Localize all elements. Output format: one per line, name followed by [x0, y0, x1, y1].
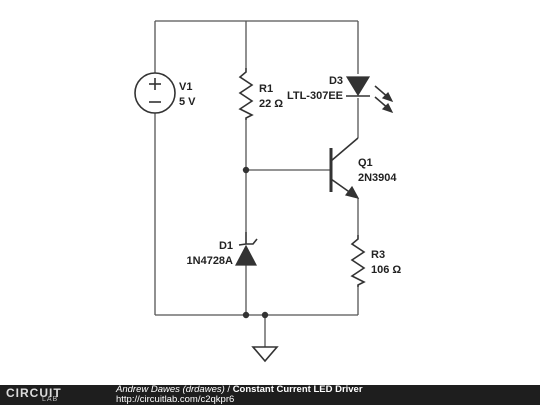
author-name: Andrew Dawes (drdawes)	[116, 384, 225, 395]
transistor-q1	[329, 137, 360, 199]
credit-block: Andrew Dawes (drdawes) / Constant Curren…	[116, 385, 363, 405]
r1-value-label: 22 Ω	[259, 98, 283, 110]
junction-dots	[242, 166, 269, 319]
q1-ref-label: Q1	[358, 157, 373, 169]
led-d3	[345, 76, 394, 114]
wires	[154, 20, 359, 347]
resistor-r3	[350, 235, 366, 287]
d1-value-label: 1N4728A	[187, 255, 234, 267]
d1-ref-label: D1	[219, 240, 233, 252]
circuitlab-logo: CIRCUIT LAB	[2, 385, 90, 405]
q1-value-label: 2N3904	[358, 172, 397, 184]
title-separator: /	[227, 384, 231, 395]
d3-value-label: LTL-307EE	[287, 90, 343, 102]
d3-ref-label: D3	[329, 75, 343, 87]
logo-subtext: LAB	[42, 396, 59, 403]
v1-value-label: 5 V	[179, 96, 196, 108]
r3-ref-label: R3	[371, 249, 385, 261]
ground-symbol	[251, 346, 279, 363]
circuit-url-link[interactable]: http://circuitlab.com/c2qkpr6	[116, 394, 235, 405]
voltage-source-v1	[134, 72, 176, 114]
zener-diode-d1	[235, 232, 258, 266]
resistor-r1	[238, 68, 254, 120]
light-emission-arrows	[374, 85, 394, 114]
r1-ref-label: R1	[259, 83, 273, 95]
logo-text: CIRCUIT	[6, 386, 62, 400]
circuit-schematic: V1 5 V R1 22 Ω D3 LTL-307EE Q1 2N3904 D1…	[134, 20, 401, 363]
footer-bar: CIRCUIT LAB Andrew Dawes (drdawes) / Con…	[0, 385, 540, 405]
v1-ref-label: V1	[179, 81, 192, 93]
circuit-title: Constant Current LED Driver	[232, 384, 363, 395]
r3-value-label: 106 Ω	[371, 264, 401, 276]
